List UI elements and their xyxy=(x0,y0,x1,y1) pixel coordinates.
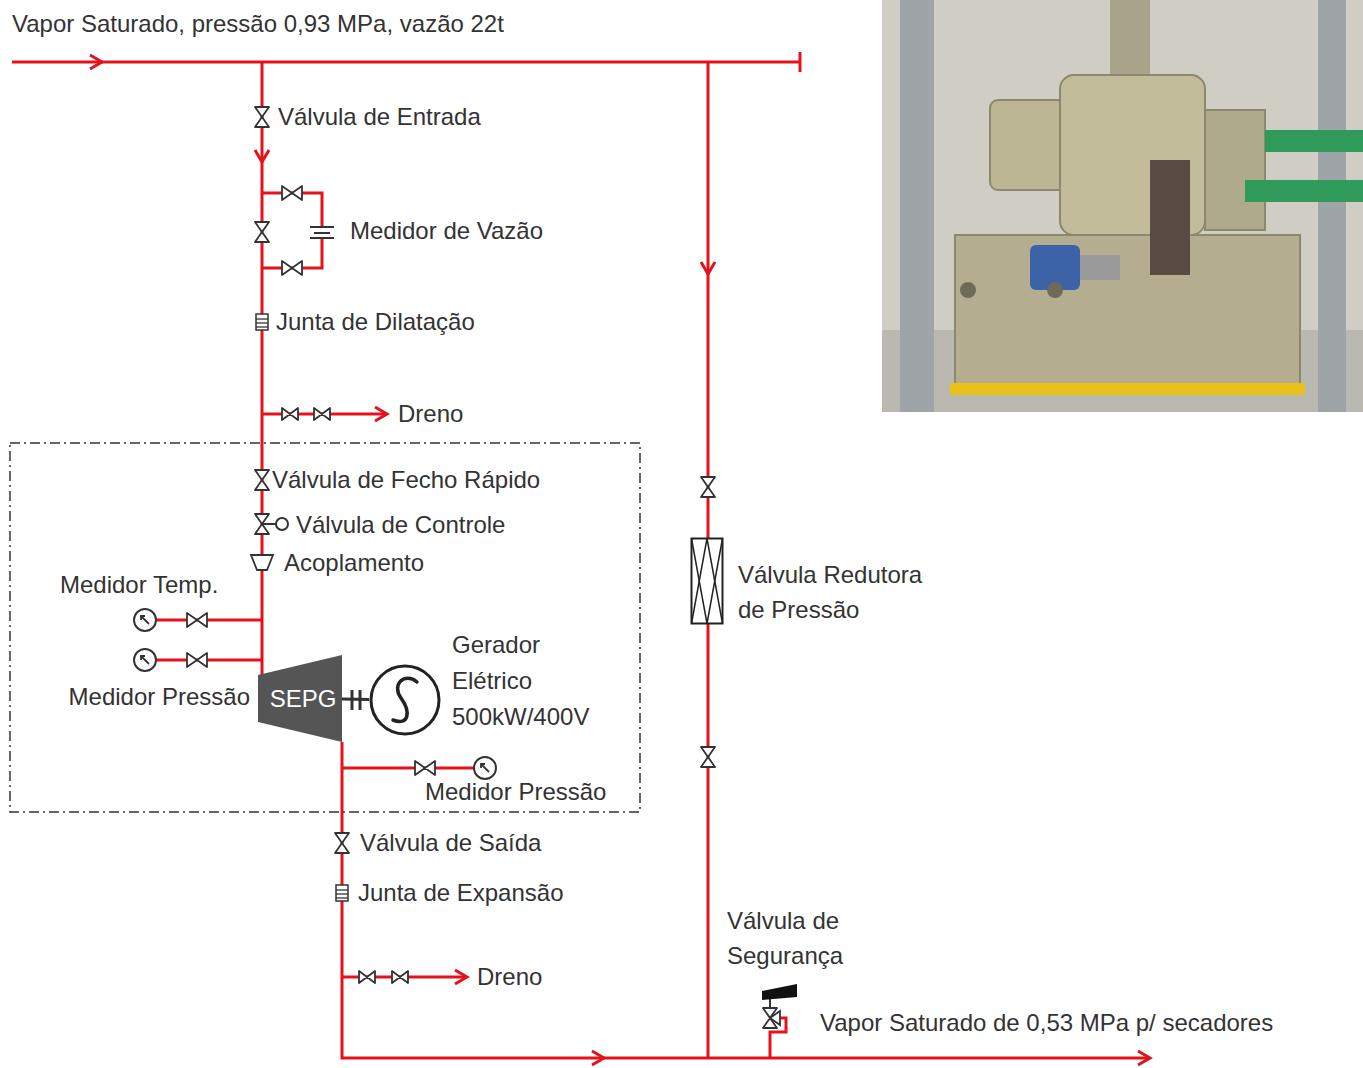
flowmeter-symbol xyxy=(314,232,330,234)
flow-arrow xyxy=(592,1051,604,1065)
pipe-label: Válvula de Fecho Rápido xyxy=(272,465,540,495)
steam-pipes xyxy=(12,52,1150,1065)
coupling-symbol xyxy=(251,555,273,570)
valve-symbol xyxy=(335,833,349,853)
actuator-stem xyxy=(262,523,276,525)
valve-symbol xyxy=(255,222,269,242)
photo-pipe xyxy=(1110,0,1150,80)
photo-port xyxy=(960,282,976,298)
reducing-valve-box: Válvula Redutora de Pressão xyxy=(690,537,724,625)
flow-arrow xyxy=(701,262,715,274)
pipe-label: Medidor Temp. xyxy=(60,570,218,600)
instrument-pipe xyxy=(342,767,474,770)
valve-symbol xyxy=(314,408,330,420)
pipe-label: Medidor de Vazão xyxy=(350,216,543,246)
valve-symbol xyxy=(392,971,408,983)
pipe-label: Junta de Expansão xyxy=(358,878,564,908)
pipe-label: Acoplamento xyxy=(284,548,424,578)
photo-casing xyxy=(1205,110,1265,230)
flowmeter-symbol xyxy=(310,226,334,228)
gauge-symbol xyxy=(134,609,156,631)
equipment-label: Gerador Elétrico 500kW/400V xyxy=(452,627,602,735)
gauge-symbol xyxy=(474,757,496,779)
photo-port xyxy=(1047,282,1063,298)
expansion-joint-symbol xyxy=(336,885,348,901)
pipe-label: Dreno xyxy=(477,962,542,992)
flow-arrow xyxy=(375,407,387,421)
photo-stripe xyxy=(950,383,1305,395)
valve-symbol xyxy=(282,261,302,275)
photo-motor-shaft xyxy=(1080,255,1120,280)
turbine-label: SEPG xyxy=(264,655,342,742)
valve-symbol xyxy=(255,470,269,490)
valve-symbol xyxy=(359,971,375,983)
valve-symbol xyxy=(282,408,298,420)
valve-symbols xyxy=(10,107,797,1028)
instrument-pipe xyxy=(157,659,262,662)
gauge-symbol xyxy=(134,649,156,671)
flow-arrow xyxy=(255,150,269,162)
pipe-label: Dreno xyxy=(398,399,463,429)
expansion-joint-symbol xyxy=(256,314,268,330)
pipe-label: Vapor Saturado, pressão 0,93 MPa, vazão … xyxy=(12,9,504,39)
photo-green-pipe xyxy=(1265,130,1363,152)
bypass-pipe xyxy=(262,193,322,268)
flow-arrow xyxy=(1138,1051,1150,1065)
photo-column xyxy=(900,0,934,412)
inlet-pipe xyxy=(261,62,264,676)
pipe-cap xyxy=(799,52,802,72)
valve-symbol xyxy=(282,186,302,200)
flow-arrow xyxy=(455,970,467,984)
instrument-pipe xyxy=(157,619,262,622)
package-boundary xyxy=(10,443,640,812)
equipment-label: Válvula Redutora de Pressão xyxy=(738,557,938,627)
pipe-label: Medidor Pressão xyxy=(425,777,606,807)
valve-symbol xyxy=(701,747,715,767)
actuator-symbol xyxy=(276,518,288,530)
photo-filter xyxy=(1150,160,1190,275)
valve-symbol xyxy=(255,107,269,127)
valve-symbol xyxy=(187,613,207,627)
valve-symbol xyxy=(415,761,435,775)
pipe-label: Válvula de Segurança xyxy=(727,903,877,973)
flowmeter-symbol xyxy=(310,237,334,239)
photo-background xyxy=(882,0,1363,412)
pipe-label: Válvula de Entrada xyxy=(278,102,481,132)
valve-symbol xyxy=(701,477,715,497)
photo-green-pipe xyxy=(1245,180,1363,202)
photo-column xyxy=(1318,0,1346,412)
flow-arrow xyxy=(90,55,102,69)
safety-valve-stem xyxy=(769,999,771,1008)
photo-base xyxy=(955,235,1300,385)
safety-valve-weight xyxy=(762,984,797,1000)
generator-circle: Gerador Elétrico 500kW/400V xyxy=(369,664,441,736)
pipe-label: Medidor Pressão xyxy=(69,682,250,712)
generator-circle-outline xyxy=(369,664,441,736)
pipe-label: Vapor Saturado de 0,53 MPa p/ secadores xyxy=(820,1008,1273,1038)
pipe-label: Junta de Dilatação xyxy=(276,307,475,337)
reducing-valve-box-outline xyxy=(690,537,724,625)
safety-valve-symbol xyxy=(770,1011,780,1025)
turbine-shape: SEPG xyxy=(258,655,342,742)
main-header xyxy=(12,61,800,64)
pipe-label: Válvula de Saída xyxy=(360,828,541,858)
pipe-label: Válvula de Controle xyxy=(296,510,505,540)
shaft-connector xyxy=(342,698,369,701)
turbine-photo xyxy=(882,0,1363,412)
valve-symbol xyxy=(187,653,207,667)
